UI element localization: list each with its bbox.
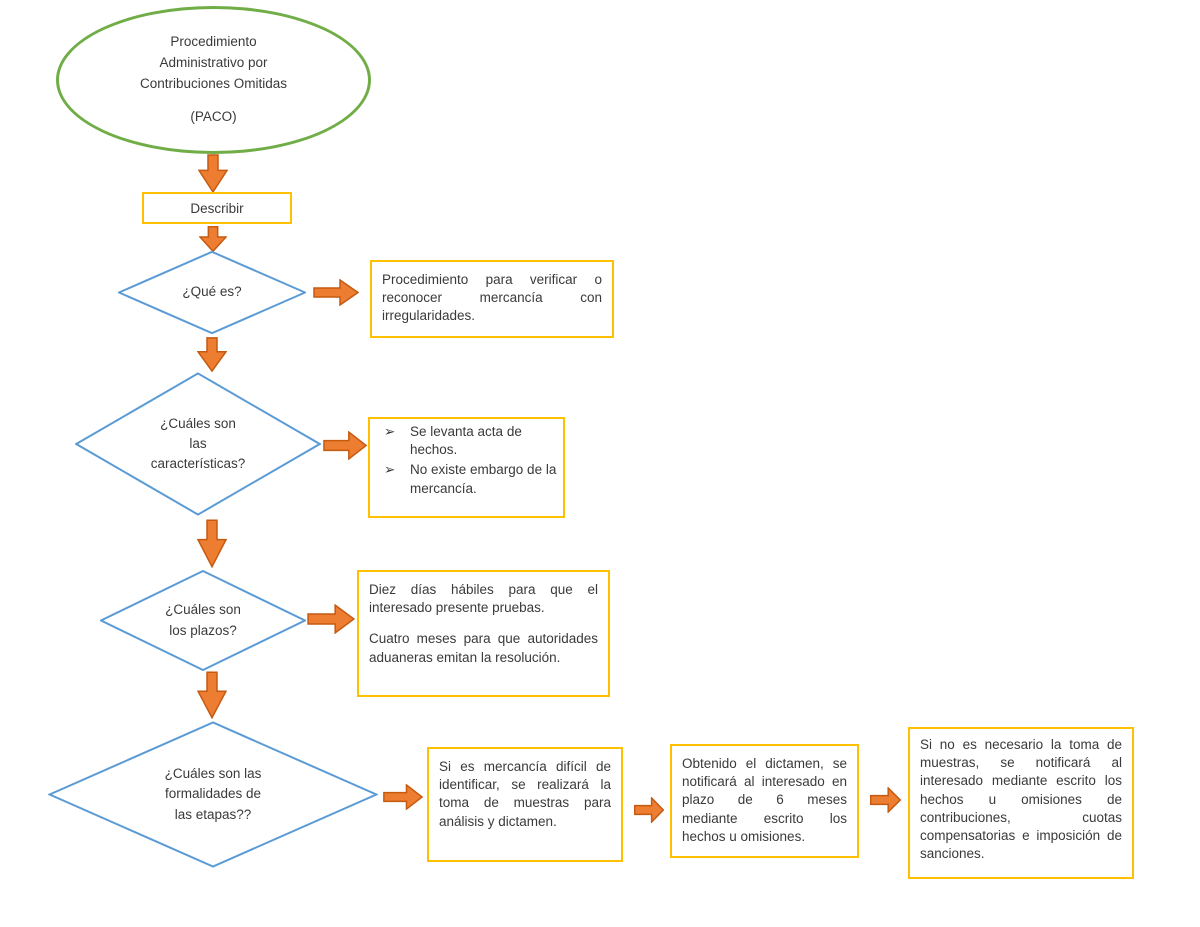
- answer-box-plazos: Diez días hábiles para que el interesado…: [357, 570, 610, 697]
- answer-paragraph: Diez días hábiles para que el interesado…: [369, 582, 598, 616]
- answer-box-que-es: Procedimiento para verificar o reconocer…: [370, 260, 614, 338]
- answer-box-toma-muestras: Si es mercancía difícil de identificar, …: [427, 747, 623, 862]
- answer-box-caracteristicas: ➢ Se levanta acta de hechos. ➢ No existe…: [368, 417, 565, 518]
- answer-box-dictamen: Obtenido el dictamen, se notificará al i…: [670, 744, 859, 858]
- down-arrow-icon: [197, 337, 227, 372]
- question-diamond-plazos: ¿Cuáles son los plazos?: [100, 570, 306, 671]
- question-diamond-que-es: ¿Qué es?: [118, 251, 306, 334]
- question-diamond-formalidades: ¿Cuáles son las formalidades de las etap…: [48, 721, 378, 868]
- start-title: Procedimiento Administrativo por Contrib…: [139, 34, 288, 91]
- question-label: ¿Cuáles son los plazos?: [165, 602, 241, 638]
- right-arrow-icon: [383, 784, 423, 810]
- answer-text: Si es mercancía difícil de identificar, …: [439, 759, 611, 829]
- list-item-text: No existe embargo de la mercancía.: [410, 462, 557, 496]
- list-item-text: Se levanta acta de hechos.: [410, 424, 522, 458]
- answer-text: Procedimiento para verificar o reconocer…: [382, 272, 602, 324]
- arrow-bullet-icon: ➢: [384, 424, 396, 439]
- down-arrow-icon: [198, 154, 228, 193]
- start-acronym: (PACO): [190, 108, 237, 124]
- question-label: ¿Cuáles son las formalidades de las etap…: [164, 766, 262, 822]
- answer-text: Si no es necesario la toma de muestras, …: [920, 737, 1122, 862]
- right-arrow-icon: [323, 431, 367, 460]
- describe-step-label: Describir: [190, 200, 244, 216]
- answer-text: Obtenido el dictamen, se notificará al i…: [682, 756, 847, 844]
- question-label: ¿Qué es?: [182, 284, 242, 300]
- down-arrow-icon: [197, 519, 227, 568]
- arrow-bullet-icon: ➢: [384, 462, 396, 478]
- right-arrow-icon: [313, 279, 359, 306]
- start-ellipse: Procedimiento Administrativo por Contrib…: [56, 6, 371, 154]
- answer-box-sin-muestras: Si no es necesario la toma de muestras, …: [908, 727, 1134, 879]
- down-arrow-icon: [199, 226, 227, 252]
- down-arrow-icon: [197, 671, 227, 719]
- question-diamond-caracteristicas: ¿Cuáles son las características?: [75, 372, 321, 516]
- answer-paragraph: Cuatro meses para que autoridades aduane…: [369, 631, 598, 665]
- list-item: ➢ Se levanta acta de hechos.: [384, 423, 561, 459]
- right-arrow-icon: [634, 797, 664, 823]
- right-arrow-icon: [870, 787, 901, 813]
- right-arrow-icon: [307, 604, 355, 634]
- describe-step-box: Describir: [142, 192, 292, 224]
- list-item: ➢ No existe embargo de la mercancía.: [384, 461, 561, 497]
- question-label: ¿Cuáles son las características?: [150, 415, 246, 472]
